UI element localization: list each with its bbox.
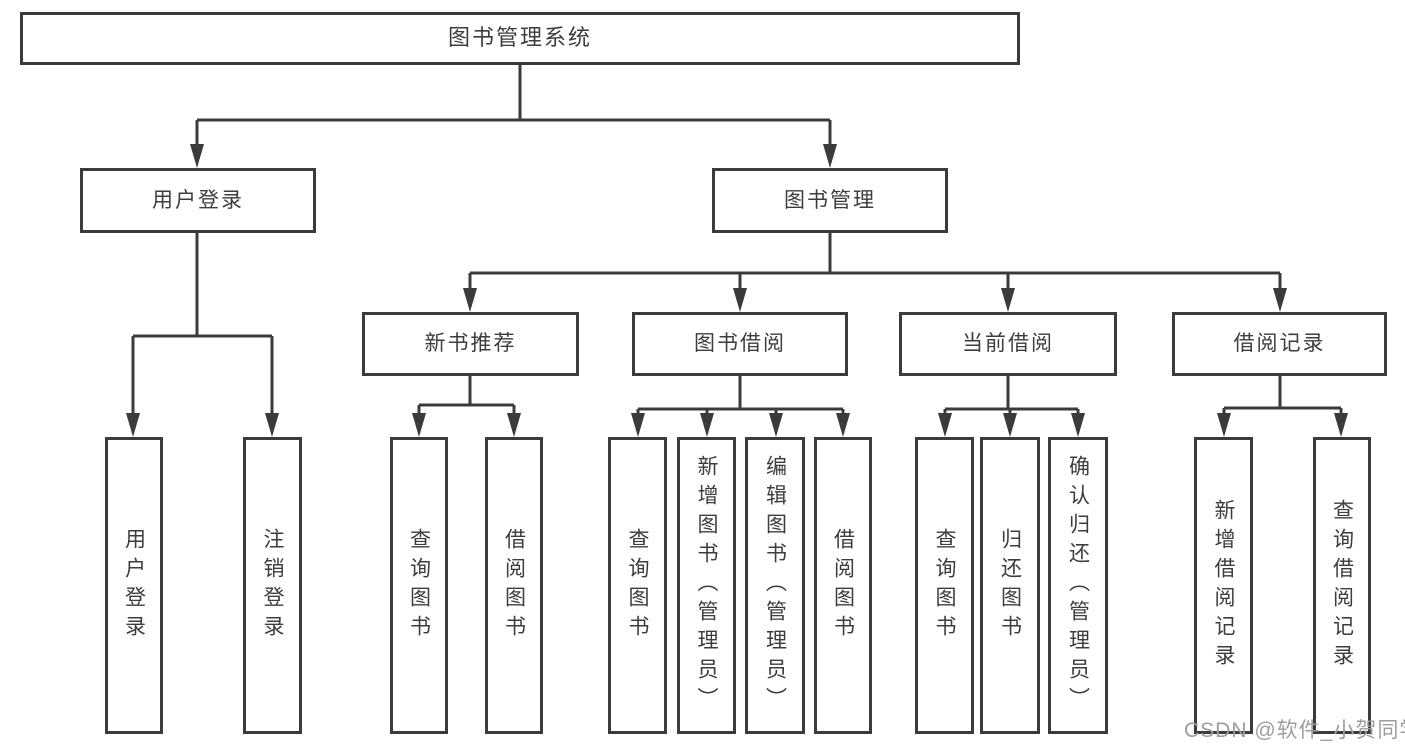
leaf-add-books-admin: 新增图书（管理员） — [677, 437, 736, 734]
leaf-borrow-books: 借阅图书 — [814, 437, 872, 734]
node-current-borrowing: 当前借阅 — [899, 312, 1117, 376]
leaf-user-login: 用户登录 — [105, 437, 163, 734]
leaf-query-books-current: 查询图书 — [915, 437, 974, 734]
leaf-query-books-borrowing: 查询图书 — [608, 437, 667, 734]
leaf-add-borrow-record: 新增借阅记录 — [1194, 437, 1253, 734]
leaf-query-books-recommend: 查询图书 — [390, 437, 448, 734]
node-borrowing-records: 借阅记录 — [1172, 312, 1387, 376]
node-user-login: 用户登录 — [80, 168, 316, 233]
leaf-logout: 注销登录 — [243, 437, 302, 734]
leaf-confirm-return-admin: 确认归还（管理员） — [1048, 437, 1108, 734]
csdn-watermark: CSDN @软件_小贺同学 — [1184, 719, 1405, 742]
leaf-borrow-books-recommend: 借阅图书 — [485, 437, 543, 734]
leaf-return-books: 归还图书 — [980, 437, 1040, 734]
node-book-borrowing: 图书借阅 — [632, 312, 848, 376]
leaf-edit-books-admin: 编辑图书（管理员） — [745, 437, 805, 734]
node-new-book-recommendation: 新书推荐 — [362, 312, 579, 376]
node-library-management-system: 图书管理系统 — [20, 12, 1020, 65]
leaf-query-borrow-record: 查询借阅记录 — [1313, 437, 1371, 734]
node-book-management: 图书管理 — [712, 168, 948, 233]
